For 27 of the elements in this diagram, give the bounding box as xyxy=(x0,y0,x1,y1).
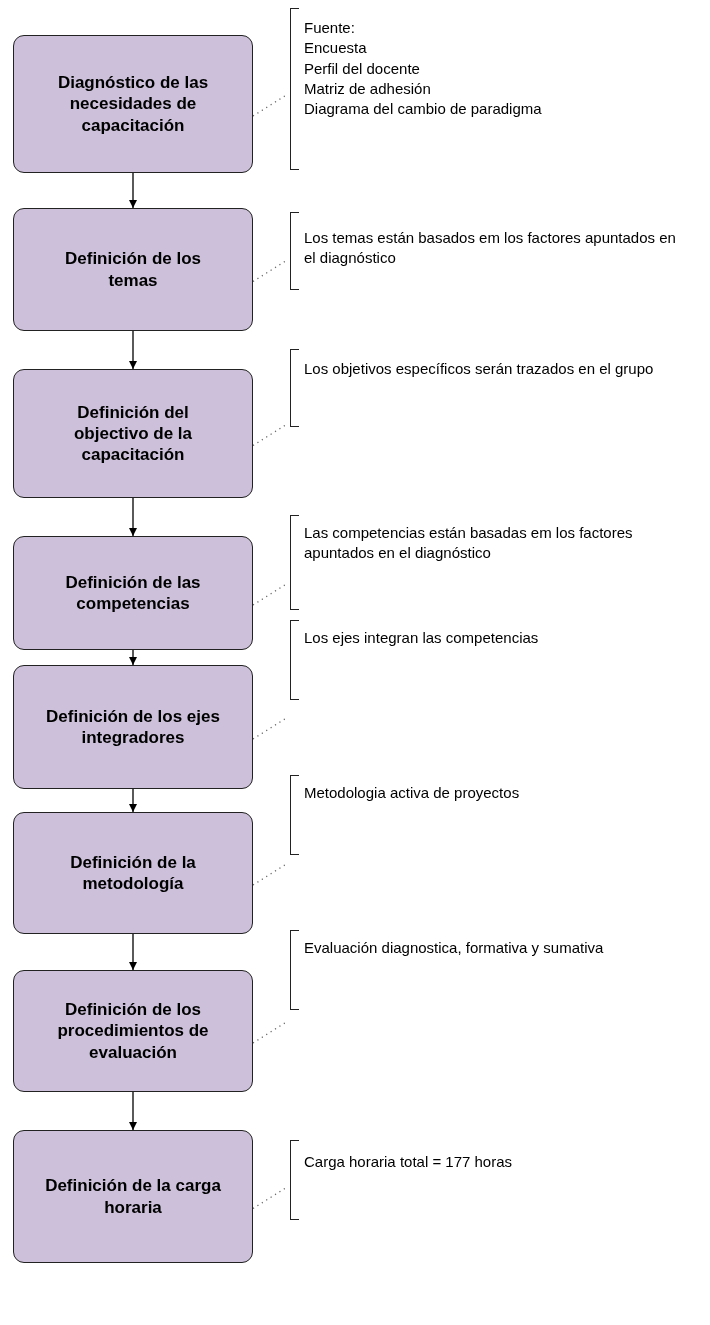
arrow xyxy=(129,788,137,813)
annotation-text: Los ejes integran las competencias xyxy=(304,628,540,648)
process-box: Diagnóstico de las necesidades de capacitación xyxy=(13,35,253,173)
process-box: Definición de la metodología xyxy=(13,812,253,934)
arrow xyxy=(129,1091,137,1131)
arrow xyxy=(129,172,137,209)
process-box: Definición de las competencias xyxy=(13,536,253,650)
annotation-text: Los objetivos específicos serán trazados en el grupo xyxy=(304,359,655,379)
annotation-text: Evaluación diagnostica, formativa y sumativa xyxy=(304,938,605,958)
process-box: Definición de los procedimientos de evaluación xyxy=(13,970,253,1092)
arrow xyxy=(129,933,137,971)
annotation-text: Fuente: xyxy=(304,18,356,38)
annotation-text: Metodologia activa de proyectos xyxy=(304,783,521,803)
annotation-text: Los temas están basados em los factores apuntados en el diagnóstico xyxy=(304,228,677,269)
arrow xyxy=(129,330,137,370)
process-box: Definición de los ejes integradores xyxy=(13,665,253,789)
annotation-text: Carga horaria total = 177 horas xyxy=(304,1152,514,1172)
annotation-text: Encuesta xyxy=(304,38,368,59)
annotation-text: Diagrama del cambio de paradigma xyxy=(304,99,543,119)
annotation-text: Perfil del docente xyxy=(304,58,421,79)
annotation-text: Matriz de adhesión xyxy=(304,78,432,99)
arrow xyxy=(129,497,137,537)
process-box: Definición de los temas xyxy=(13,208,253,331)
arrow xyxy=(129,649,137,666)
process-box: Definición de la carga horaria xyxy=(13,1130,253,1263)
process-box: Definición del objectivo de la capacitación xyxy=(13,369,253,498)
annotation-text: Las competencias están basadas em los factores apuntados en el diagnóstico xyxy=(304,523,634,564)
